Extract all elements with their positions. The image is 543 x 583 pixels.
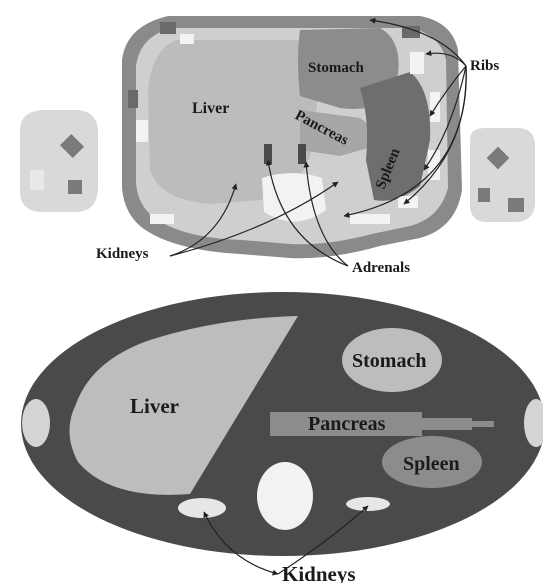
bottom-right-kidney <box>346 497 390 511</box>
top-spleen <box>360 72 430 201</box>
top-kidneys-label: Kidneys <box>96 246 149 262</box>
top-panel: Liver Stomach Pancreas Spleen Ribs Kidne… <box>20 16 535 276</box>
top-liver-label: Liver <box>192 100 229 117</box>
top-ribs-label: Ribs <box>470 58 499 74</box>
top-stomach-label: Stomach <box>308 60 364 76</box>
bottom-panel: Liver Stomach Pancreas Spleen Kidneys <box>21 292 543 583</box>
bottom-spine <box>257 462 313 530</box>
right-arm-section <box>470 128 535 222</box>
bottom-spleen-label: Spleen <box>403 453 460 475</box>
bottom-stomach-label: Stomach <box>352 350 426 372</box>
bottom-kidneys-label: Kidneys <box>282 562 356 583</box>
bottom-pancreas-label: Pancreas <box>308 413 386 435</box>
top-adrenals-label: Adrenals <box>352 260 410 276</box>
bottom-left-arm <box>22 399 50 447</box>
bottom-left-kidney <box>178 498 226 518</box>
left-arm-section <box>20 110 98 212</box>
bottom-liver-label: Liver <box>130 394 179 418</box>
